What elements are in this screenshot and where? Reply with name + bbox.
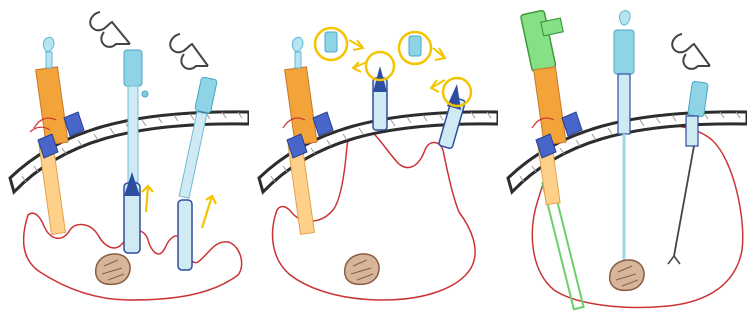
- scissors-handle-icon: [672, 34, 710, 69]
- panel-step-2: [249, 0, 498, 321]
- motion-arrow-2: [202, 196, 216, 228]
- panel-1-drawing: [0, 0, 249, 321]
- stone-icon: [610, 260, 644, 290]
- panel-2-drawing: [249, 0, 498, 321]
- panel-3-drawing: [498, 0, 747, 321]
- highlighted-cap-3: [399, 32, 431, 64]
- motion-arrow-3: [433, 48, 445, 60]
- highlighted-cap-1: [315, 28, 347, 60]
- panel-step-1: [0, 0, 249, 321]
- cannula-tip-left-icon: [373, 66, 387, 130]
- grasper-right-icon: [668, 81, 708, 264]
- panel-step-3: [498, 0, 747, 321]
- motion-arrow-1: [142, 186, 153, 212]
- stone-icon: [96, 254, 130, 284]
- cannula-middle-icon: [124, 50, 148, 253]
- stone-icon: [345, 254, 379, 284]
- scissors-handle-icon-2: [170, 34, 208, 69]
- cannula-right-icon: [178, 77, 217, 270]
- scissors-handle-icon: [90, 12, 130, 47]
- motion-arrow-1: [349, 40, 363, 50]
